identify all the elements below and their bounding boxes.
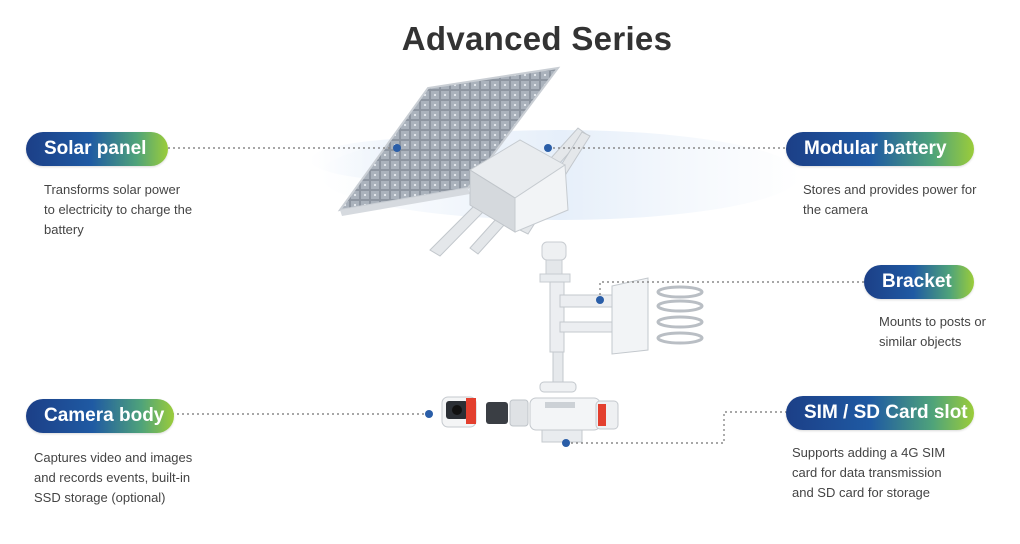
label-modular-battery: Modular battery [786, 132, 974, 166]
description-line: to electricity to charge the [44, 202, 193, 217]
page-title: Advanced Series [401, 20, 673, 57]
description-line: card for data transmission [792, 465, 942, 480]
description-line: Captures video and images [34, 450, 193, 465]
label-bracket: Bracket [864, 265, 974, 299]
description-modular-battery: Stores and provides power for the camera [803, 180, 1013, 220]
label-sim-sd-card-slot: SIM / SD Card slot [786, 396, 974, 430]
bracket-graphic [549, 277, 649, 355]
description-line: and SD card for storage [792, 485, 931, 500]
description-line: SSD storage (optional) [34, 490, 166, 505]
description-bracket: Mounts to posts or similar objects [879, 312, 1019, 352]
description-line: Stores and provides power for [803, 182, 977, 197]
description-solar-panel: Transforms solar power to electricity to… [44, 180, 244, 240]
description-sim-sd-card-slot: Supports adding a 4G SIM card for data t… [792, 443, 1002, 503]
description-line: Mounts to posts or [879, 314, 986, 329]
description-line: battery [44, 222, 84, 237]
label-solar-panel: Solar panel [26, 132, 168, 166]
description-line: and records events, built-in [34, 470, 191, 485]
solar-panel-graphic [337, 66, 561, 216]
description-line: Supports adding a 4G SIM [792, 445, 946, 460]
description-camera-body: Captures video and images and records ev… [34, 448, 244, 508]
bracket-straps [656, 285, 704, 345]
camera-graphic [441, 396, 619, 443]
battery-graphic [469, 139, 569, 233]
label-camera-body: Camera body [26, 399, 174, 433]
description-line: Transforms solar power [44, 182, 181, 197]
description-line: the camera [803, 202, 869, 217]
description-line: similar objects [879, 334, 962, 349]
